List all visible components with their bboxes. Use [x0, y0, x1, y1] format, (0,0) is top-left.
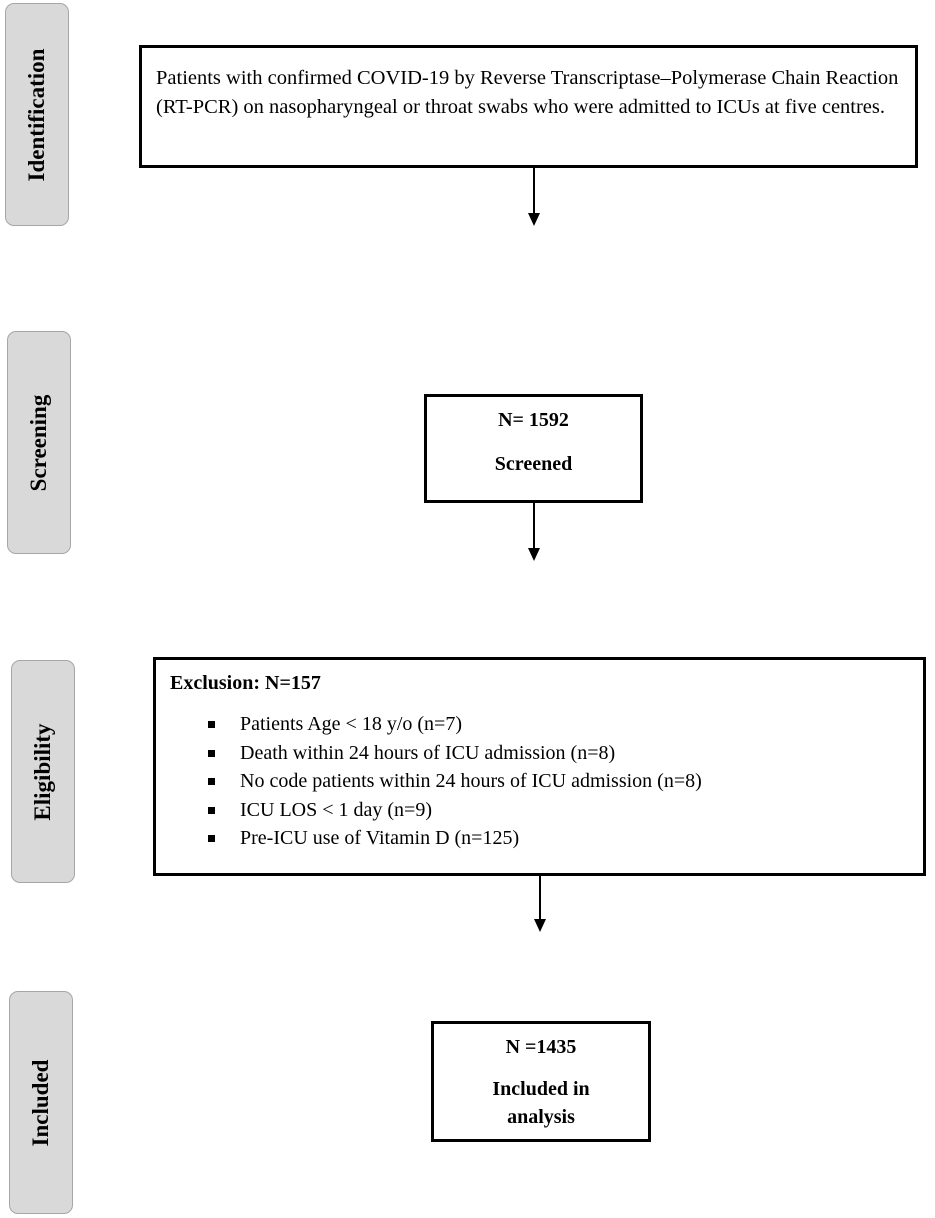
included-box: N =1435 Included in analysis — [431, 1021, 651, 1142]
included-count: N =1435 — [505, 1036, 577, 1058]
exclusion-list: Patients Age < 18 y/o (n=7) Death within… — [208, 710, 923, 853]
square-bullet-icon — [208, 778, 215, 785]
exclusion-item-age: Patients Age < 18 y/o (n=7) — [240, 713, 462, 735]
square-bullet-icon — [208, 835, 215, 842]
stage-tab-identification: Identification — [5, 3, 69, 226]
square-bullet-icon — [208, 749, 215, 757]
exclusion-item-vitamin-d: Pre-ICU use of Vitamin D (n=125) — [240, 827, 520, 849]
exclusion-item-los: ICU LOS < 1 day (n=9) — [240, 798, 432, 821]
included-label-line1: Included in — [492, 1078, 590, 1100]
stage-label-included: Included — [28, 1059, 53, 1146]
list-item: Pre-ICU use of Vitamin D (n=125) — [208, 824, 923, 853]
stage-label-eligibility: Eligibility — [30, 722, 55, 821]
included-label-line2: analysis — [507, 1106, 575, 1128]
arrow-eligibility-to-included — [534, 876, 546, 932]
list-item: ICU LOS < 1 day (n=9) — [208, 796, 923, 825]
identification-box: Patients with confirmed COVID-19 by Reve… — [139, 45, 918, 168]
screening-count: N= 1592 — [498, 409, 569, 431]
stage-tab-screening: Screening — [7, 331, 71, 554]
eligibility-box: Exclusion: N=157 Patients Age < 18 y/o (… — [153, 657, 926, 876]
stage-label-identification: Identification — [24, 48, 49, 181]
screening-box: N= 1592 Screened — [424, 394, 643, 503]
list-item: No code patients within 24 hours of ICU … — [208, 767, 923, 796]
stage-tab-eligibility: Eligibility — [11, 660, 75, 883]
stage-tab-included: Included — [9, 991, 73, 1214]
square-bullet-icon — [208, 806, 215, 814]
identification-text: Patients with confirmed COVID-19 by Reve… — [156, 67, 899, 118]
arrow-screening-to-eligibility — [528, 503, 540, 561]
arrow-identification-to-screening — [528, 168, 540, 226]
list-item: Patients Age < 18 y/o (n=7) — [208, 710, 923, 739]
stage-label-screening: Screening — [26, 394, 51, 491]
square-bullet-icon — [208, 721, 215, 728]
exclusion-title: Exclusion: N=157 — [170, 672, 321, 694]
exclusion-item-death: Death within 24 hours of ICU admission (… — [240, 741, 616, 764]
list-item: Death within 24 hours of ICU admission (… — [208, 739, 923, 768]
exclusion-item-no-code: No code patients within 24 hours of ICU … — [240, 770, 702, 792]
screening-label: Screened — [494, 453, 573, 475]
